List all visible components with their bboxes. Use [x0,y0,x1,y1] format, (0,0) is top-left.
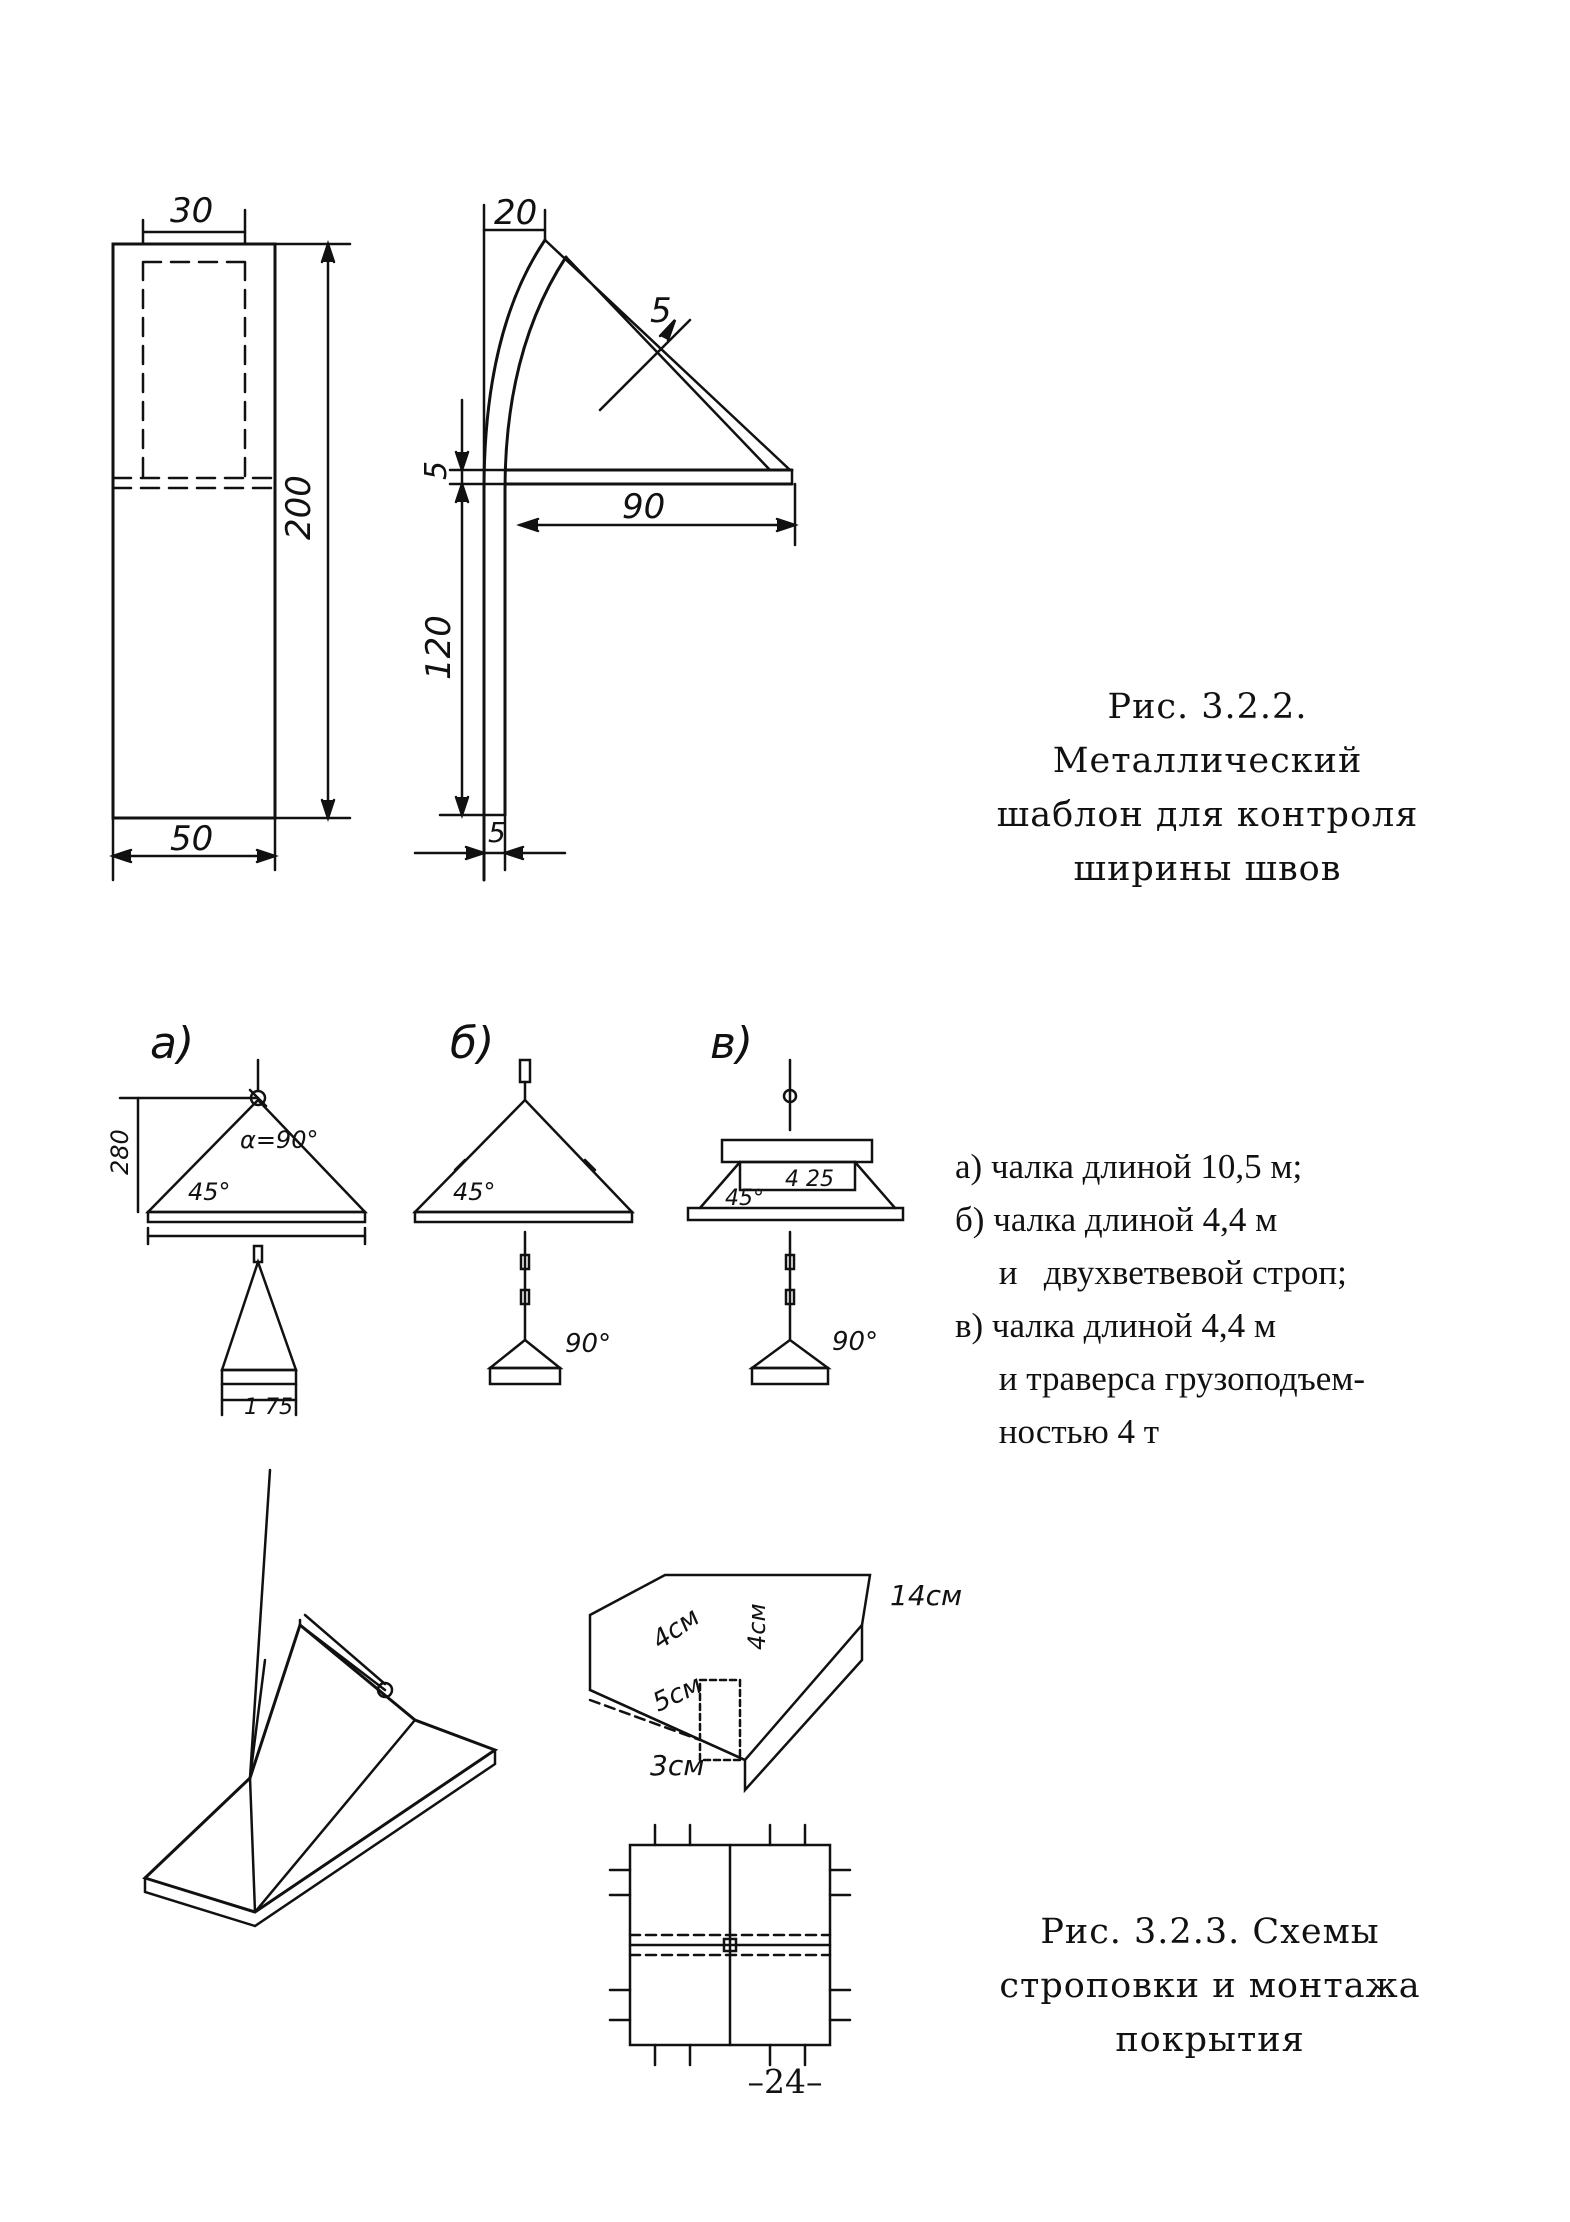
legend-item: а) чалка длиной 10,5 м; [955,1147,1303,1186]
figure-caption-1: Рис. 3.2.2. Металлический шаблон для кон… [955,680,1460,896]
scheme-c [686,1058,905,1386]
legend-item: в) чалка длиной 4,4 м [955,1306,1276,1345]
label-4cm-a: 4см [647,1602,706,1656]
dim-5-diag: 5 [650,291,672,331]
angle-45-c: 45° [725,1186,764,1211]
width-a: 1 75 [244,1395,293,1420]
dim-200: 200 [279,475,319,540]
mounting-perspective [142,1468,499,1928]
dim-20: 20 [494,193,537,233]
caption-line: строповки и монтажа [999,1966,1421,2006]
scheme-a [118,1058,368,1417]
sling-legend: а) чалка длиной 10,5 м; б) чалка длиной … [955,1140,1365,1458]
traverse-dim: 4 25 [785,1167,834,1192]
caption-line: Рис. 3.2.2. Металлический [1052,687,1363,781]
legend-item: и двухветвевой строп; [955,1253,1347,1292]
legend-item: б) чалка длиной 4,4 м [955,1200,1278,1239]
caption-line: шаблон для контроля [996,795,1419,835]
dim-90: 90 [622,487,665,527]
dim-50: 50 [170,819,213,859]
page-number: –24– [747,2062,823,2101]
caption-line: ширины швов [1073,849,1342,889]
angle-alpha: α=90° [240,1126,318,1154]
figure-caption-2: Рис. 3.2.3. Схемы строповки и монтажа по… [985,1905,1435,2067]
dim-280: 280 [106,1129,134,1175]
angle-90-b: 90° [565,1329,611,1359]
label-c: в) [710,1018,753,1069]
dim-30: 30 [170,191,213,231]
label-14cm: 14см [890,1579,962,1612]
panel-plan [608,1823,852,2067]
legend-item: и траверса грузоподъем- [955,1359,1366,1398]
caption-line: покрытия [1115,2020,1305,2060]
label-5cm: 5см [648,1670,706,1719]
label-b: б) [450,1018,494,1069]
angle-45-b: 45° [453,1178,496,1206]
template-rectangle [109,208,352,882]
scheme-b [412,1058,635,1386]
template-angle [413,203,799,882]
angle-45-a: 45° [188,1178,231,1206]
label-a: а) [150,1018,194,1069]
angle-90-c: 90° [832,1327,878,1357]
legend-item: ностью 4 т [955,1412,1160,1451]
dim-5-bottom: 5 [488,816,506,849]
label-3cm: 3см [650,1749,704,1782]
label-4cm-b: 4см [743,1603,771,1650]
panel-detail [588,1573,872,1794]
dim-120: 120 [419,615,459,680]
dim-5-left: 5 [419,461,454,480]
caption-line: Рис. 3.2.3. Схемы [1040,1912,1380,1952]
